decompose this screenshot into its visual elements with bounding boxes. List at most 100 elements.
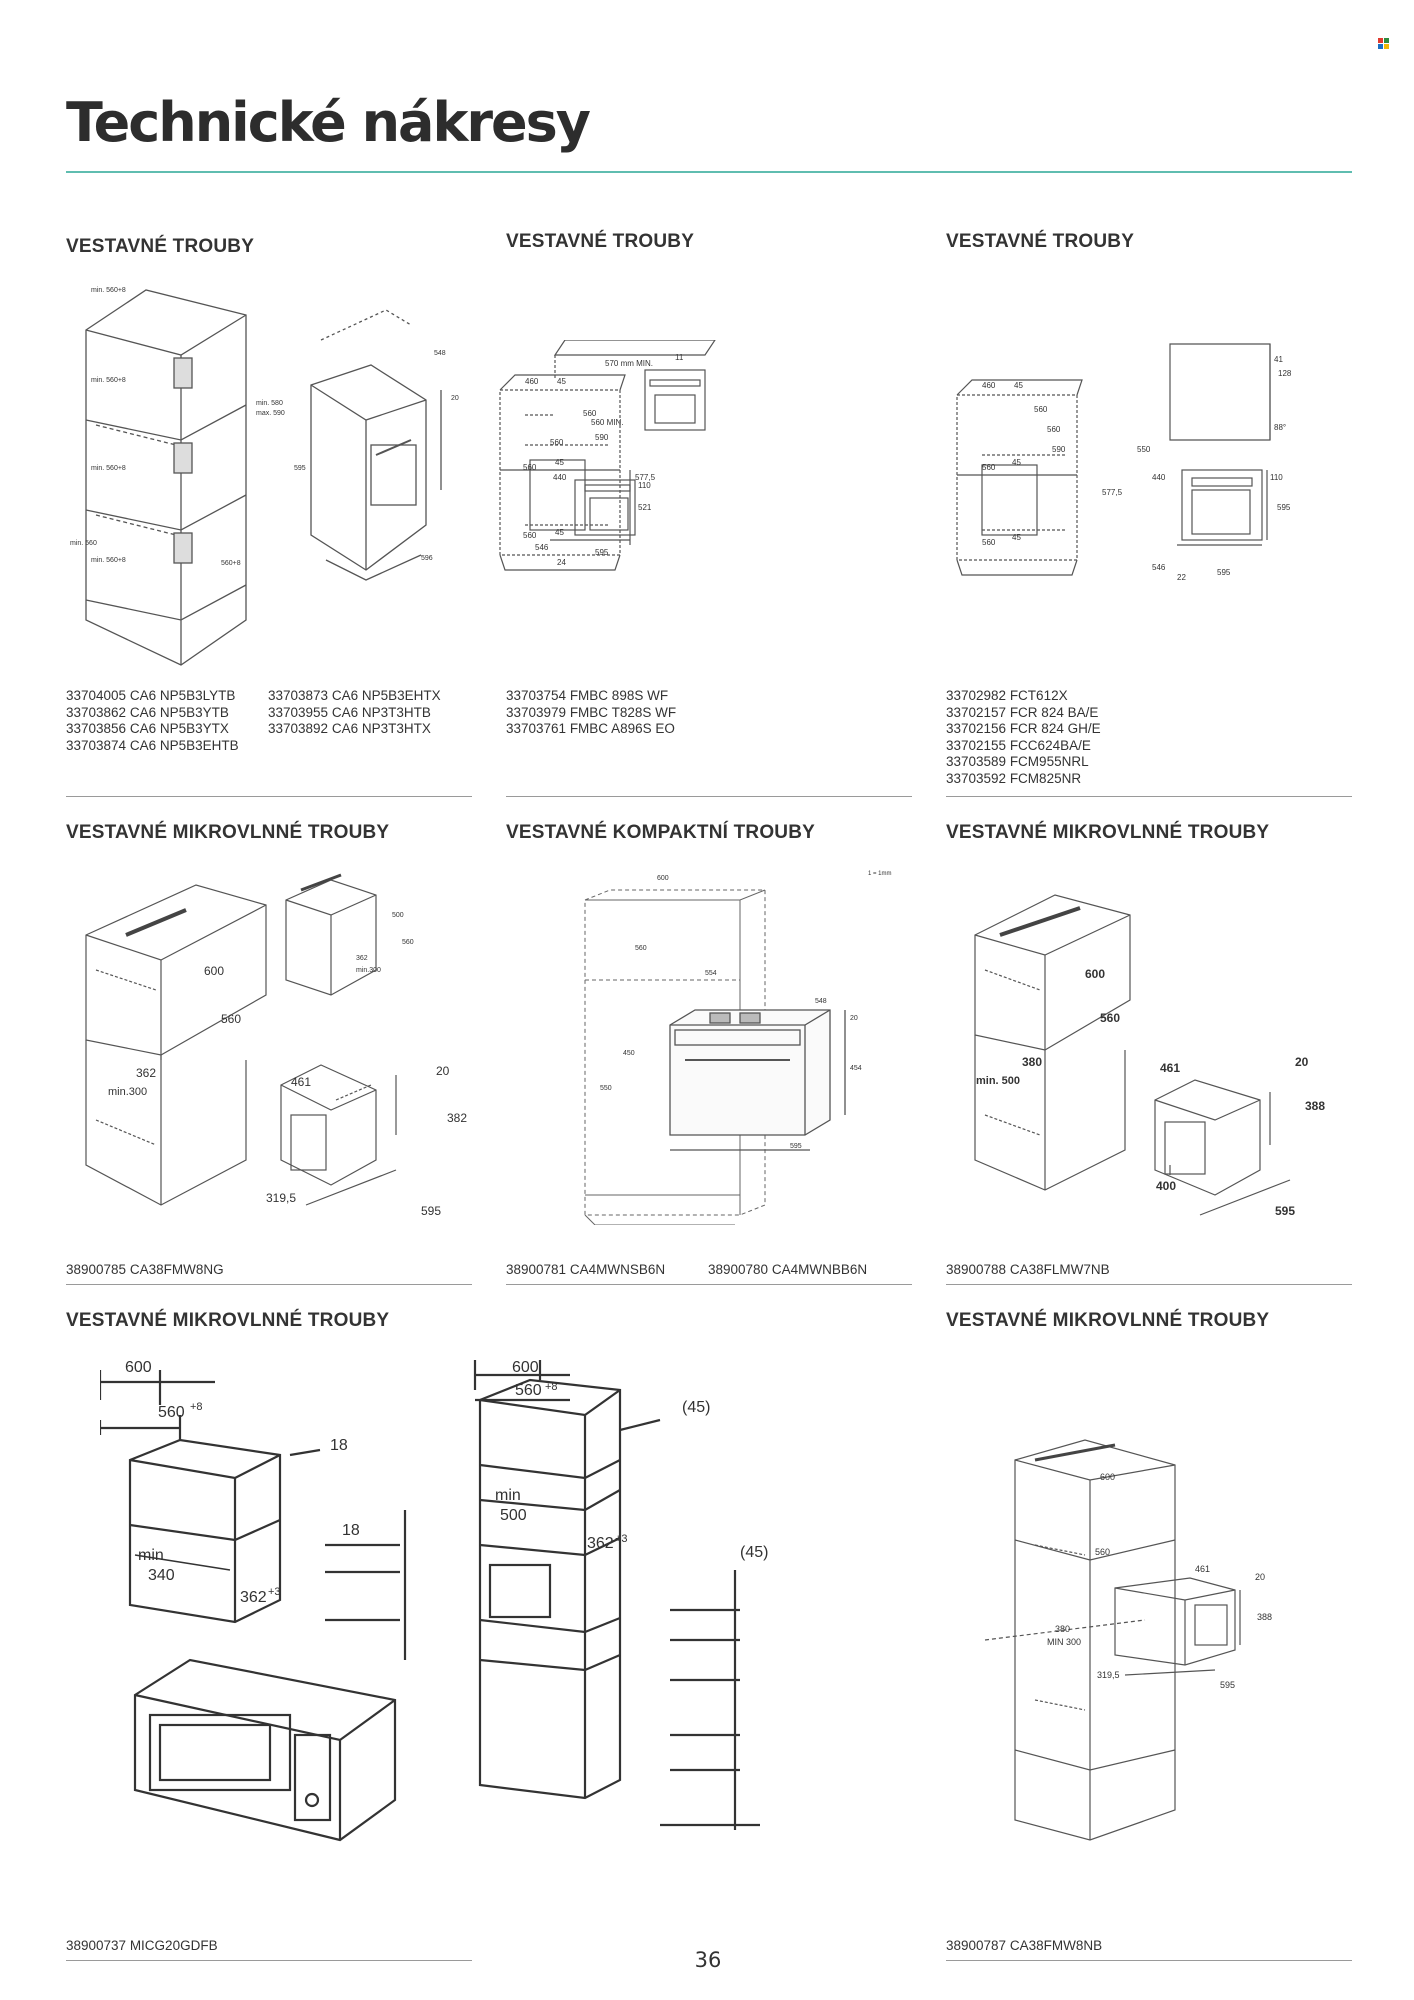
- product-code-list: 38900788 CA38FLMW7NB: [946, 1262, 1110, 1279]
- title-divider: [66, 171, 1352, 173]
- product-code: 33703979 FMBC T828S WF: [506, 704, 677, 720]
- dim-label: +3: [615, 1533, 628, 1545]
- dim-label: (45): [682, 1399, 710, 1416]
- section-divider: [946, 1960, 1352, 1961]
- dim-label: 600: [512, 1360, 539, 1376]
- scale-note: 1 = 1mm: [868, 871, 892, 877]
- product-code: 33703955 CA6 NP3T3HTB: [268, 704, 431, 720]
- dim-label: 548: [434, 350, 446, 357]
- dim-label: 560: [635, 945, 647, 952]
- dim-label: 20: [1255, 1572, 1265, 1582]
- product-code: 33702157 FCR 824 BA/E: [946, 704, 1099, 720]
- dim-label: 554: [705, 970, 717, 977]
- dim-label: 595: [595, 548, 609, 557]
- dim-label: 20: [436, 1064, 450, 1078]
- dim-label: 577,5: [635, 473, 656, 482]
- dim-label: min. 560+8: [91, 557, 126, 564]
- oven-tall-cabinet-drawing: min. 560+8 min. 560+8 min. 560+8 min. 56…: [66, 270, 476, 670]
- dim-label: 45: [1014, 381, 1023, 390]
- section-divider: [66, 796, 472, 797]
- dim-label: 460: [525, 377, 539, 386]
- dim-label: 600: [1100, 1472, 1115, 1482]
- dim-label: 450: [623, 1050, 635, 1057]
- product-code: 33703761 FMBC A896S EO: [506, 721, 675, 736]
- product-code-list: 38900780 CA4MWNBB6N: [708, 1262, 867, 1279]
- dim-label: 560: [523, 531, 537, 540]
- dim-label: 500: [392, 912, 404, 919]
- dim-label: 595: [1217, 568, 1231, 577]
- dim-label: 548: [815, 998, 827, 1005]
- dim-label: 550: [600, 1085, 612, 1092]
- dim-label: 340: [148, 1567, 175, 1584]
- dim-label: 362: [240, 1589, 267, 1606]
- product-code: 33703892 CA6 NP3T3HTX: [268, 721, 431, 736]
- product-code-list: 33704005 CA6 NP5B3LYTB 33703862 CA6 NP5B…: [66, 688, 239, 754]
- section-title: VESTAVNÉ MIKROVLNNÉ TROUBY: [946, 822, 1270, 843]
- product-code: 33703592 FCM825NR: [946, 770, 1082, 786]
- dim-label: 500: [500, 1507, 527, 1524]
- dim-label: 560: [1047, 425, 1061, 434]
- section-divider: [66, 1284, 472, 1285]
- dim-label: 521: [638, 503, 652, 512]
- dim-label: 128: [1278, 369, 1292, 378]
- product-code-list: 38900785 CA38FMW8NG: [66, 1262, 224, 1279]
- dim-label: +8: [190, 1401, 203, 1413]
- dim-label: 388: [1257, 1612, 1272, 1622]
- dim-label: 560: [1034, 405, 1048, 414]
- brand-logo: [1378, 38, 1390, 50]
- dim-label: 18: [342, 1522, 360, 1539]
- dim-label: 560 MIN.: [591, 418, 623, 427]
- product-code: 38900780 CA4MWNBB6N: [708, 1262, 868, 1277]
- dim-label: min: [495, 1487, 521, 1504]
- dim-label: 20: [451, 395, 459, 402]
- dim-label: 440: [553, 473, 567, 482]
- product-code: 33702156 FCR 824 GH/E: [946, 721, 1101, 736]
- dim-label: 362: [136, 1066, 156, 1080]
- section-title: VESTAVNÉ TROUBY: [506, 231, 695, 252]
- dim-label: 11: [675, 353, 684, 362]
- dim-label: 595: [790, 1143, 802, 1150]
- dim-label: 461: [1160, 1061, 1180, 1075]
- dim-label: 454: [850, 1065, 862, 1072]
- dim-label: 380: [1022, 1055, 1042, 1069]
- product-code: 38900737 MICG20GDFB: [66, 1938, 218, 1953]
- dim-label: 560: [982, 463, 996, 472]
- dim-label: 45: [1012, 533, 1021, 542]
- section-divider: [506, 796, 912, 797]
- oven-cabinet-drawing: 460 45 560 560 MIN. 590 560 45 560 45 57…: [495, 340, 915, 585]
- dim-label: 600: [657, 875, 669, 882]
- dim-label: 560: [402, 939, 414, 946]
- dim-label: 595: [1275, 1204, 1295, 1218]
- product-code-list: 33702982 FCT612X 33702157 FCR 824 BA/E 3…: [946, 688, 1101, 787]
- dim-label: 600: [125, 1360, 152, 1376]
- dim-label: 546: [1152, 563, 1166, 572]
- product-code: 33703874 CA6 NP5B3EHTB: [66, 737, 239, 753]
- dim-label: 460: [982, 381, 996, 390]
- dim-label: 400: [1156, 1179, 1176, 1193]
- dim-label: 590: [1052, 445, 1066, 454]
- product-code-list: 38900781 CA4MWNSB6N: [506, 1262, 665, 1279]
- dim-label: 88°: [1274, 423, 1286, 432]
- product-code-list: 33703873 CA6 NP5B3EHTX 33703955 CA6 NP3T…: [268, 688, 441, 738]
- dim-label: 560: [1095, 1547, 1110, 1557]
- microwave-cabinet-drawing: 600 560 461 20 388 380 MIN 300 319,5 595: [975, 1420, 1320, 1850]
- dim-label: 45: [557, 377, 566, 386]
- dim-label: max. 590: [256, 410, 285, 417]
- dim-label: 362: [587, 1535, 614, 1552]
- product-code: 33703856 CA6 NP5B3YTX: [66, 721, 229, 736]
- dim-label: min. 500: [976, 1075, 1020, 1087]
- dim-label: 388: [1305, 1099, 1325, 1113]
- dim-label: 18: [330, 1437, 348, 1454]
- dim-label: 440: [1152, 473, 1166, 482]
- product-code: 38900787 CA38FMW8NB: [946, 1938, 1103, 1953]
- dim-label: 595: [1220, 1680, 1235, 1690]
- dim-label: 577,5: [1102, 488, 1123, 497]
- dim-label: 110: [638, 481, 651, 490]
- product-code-list: 38900737 MICG20GDFB: [66, 1938, 218, 1955]
- oven-cabinet-drawing: 41 128 88° 460 45 560 560 590 560 45 550…: [952, 340, 1312, 590]
- dim-label: 461: [291, 1075, 311, 1089]
- dim-label: 20: [1295, 1055, 1309, 1069]
- product-code: 33703589 FCM955NRL: [946, 754, 1089, 769]
- dim-label: 595: [294, 465, 306, 472]
- dim-label: 560: [583, 409, 597, 418]
